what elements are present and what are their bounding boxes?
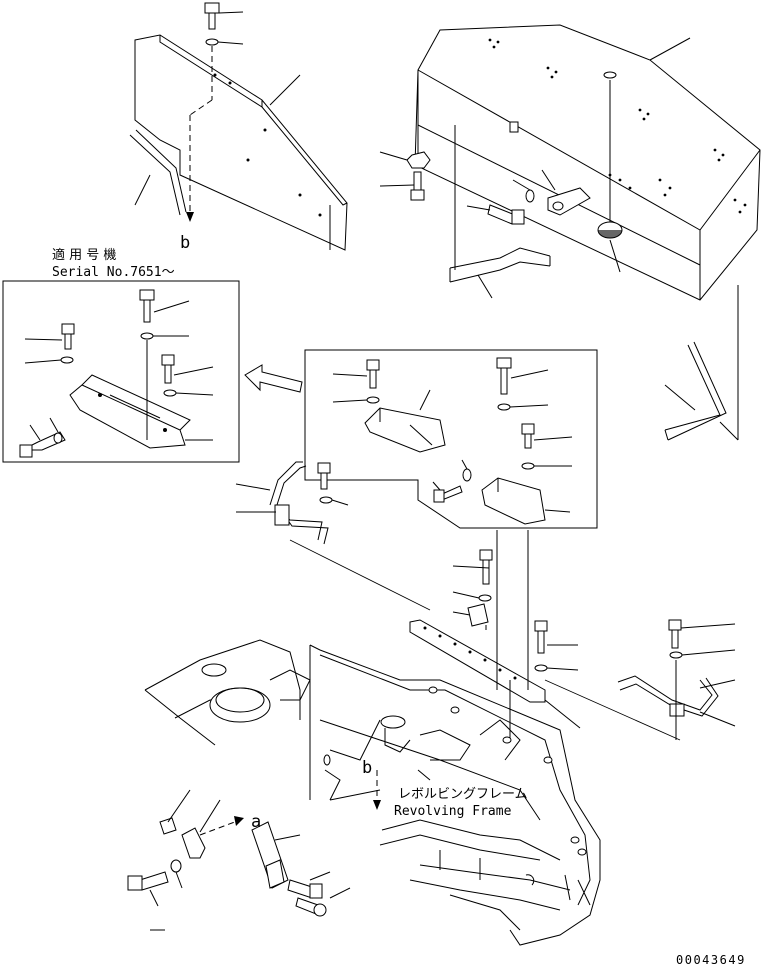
seal-strip-left xyxy=(129,129,187,216)
ref-letter-b-frame: b xyxy=(362,758,372,778)
serial-inset-frame xyxy=(2,280,240,463)
hinge-lower xyxy=(432,357,573,525)
serial-label-jp: 適 用 号 機 xyxy=(52,247,116,263)
inset-arrow xyxy=(244,364,303,393)
serial-label-en: Serial No.7651～ xyxy=(52,265,175,280)
handle-right xyxy=(544,619,736,741)
hinge-detail-frame xyxy=(304,349,598,529)
handle-left xyxy=(235,461,349,545)
drawing-number: 00043649 xyxy=(676,953,746,967)
revolving-frame xyxy=(144,639,601,946)
mounting-bar xyxy=(409,619,581,729)
ref-letter-a: a xyxy=(251,812,261,832)
nut-cover xyxy=(379,125,431,169)
seal-strip-cover xyxy=(449,125,551,299)
engine-hood-cover xyxy=(414,24,761,301)
latch-parts xyxy=(127,789,351,931)
seal-strip-right xyxy=(664,285,739,441)
inset-bolts xyxy=(19,289,214,458)
inset-hinge-bracket xyxy=(69,374,213,449)
hinge-upper xyxy=(332,359,446,453)
frame-bolts xyxy=(452,530,579,740)
bolt-cover-left xyxy=(379,171,425,201)
ref-letter-b-top: b xyxy=(180,233,190,253)
bolt-left-panel xyxy=(186,2,244,222)
cap-cover xyxy=(597,221,623,273)
side-panel-left xyxy=(134,34,348,251)
bolt-cover-middle xyxy=(466,179,535,225)
frame-label-jp: レボルビングフレーム xyxy=(398,787,528,802)
frame-label-en: Revolving Frame xyxy=(394,804,512,819)
bracket-cover xyxy=(541,169,591,216)
